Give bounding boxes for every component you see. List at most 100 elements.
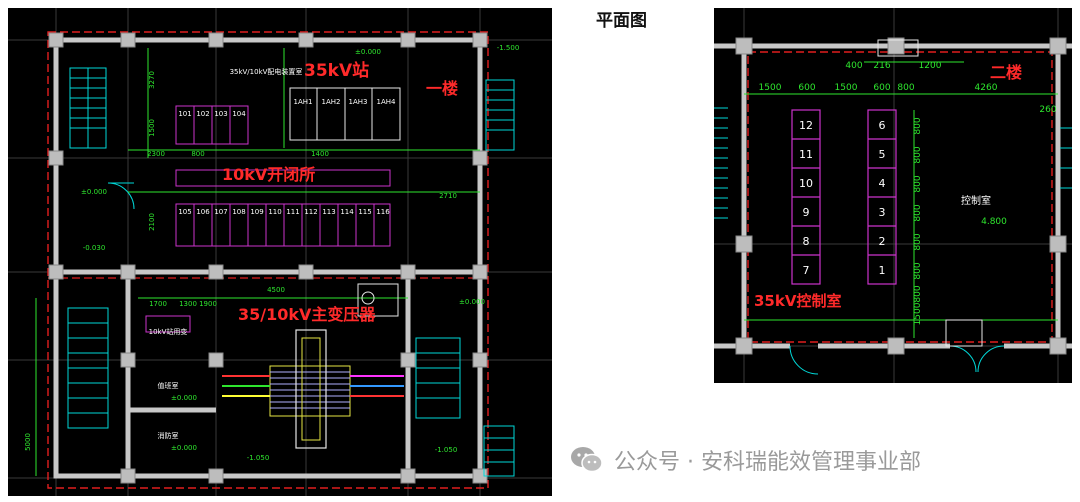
cabinets-35kv: [289, 87, 401, 141]
room-label: 消防室: [158, 431, 179, 440]
dim-text: 1200: [919, 61, 942, 71]
cabinet-label: 103: [214, 110, 227, 118]
cabinet-label: 105: [178, 208, 191, 216]
label-35kv-control-room: 35kV控制室: [754, 292, 841, 310]
dim-text: 800: [913, 175, 923, 192]
stairs: [714, 107, 1072, 375]
watermark: 公众号 · 安科瑞能效管理事业部: [570, 440, 921, 480]
dim-text: 1300: [179, 300, 197, 308]
dim-text: ±0.000: [459, 298, 485, 306]
cabinet-label: 101: [178, 110, 191, 118]
dim-text: 3270: [148, 71, 156, 89]
cabinet-label: 1AH3: [349, 98, 368, 106]
dim-text: -1.050: [435, 446, 458, 454]
cabinet-label: 12: [799, 119, 813, 132]
cabinet-label: 115: [358, 208, 371, 216]
columns: [735, 37, 1067, 355]
cabinet-label: 2: [879, 235, 886, 248]
label-first-floor: 一楼: [426, 79, 458, 98]
cabinet-label: 5: [879, 148, 886, 161]
columns: [48, 32, 488, 484]
dim-text: ±0.000: [171, 394, 197, 402]
dim-text: 800: [913, 233, 923, 250]
dim-text: 400: [845, 61, 862, 71]
dim-text: 1500: [148, 119, 156, 137]
dim-text: 800: [913, 146, 923, 163]
dim-text: -0.030: [83, 244, 106, 252]
cabinet-label: 116: [376, 208, 390, 216]
dim-text: 5000: [24, 433, 32, 451]
dim-text: 800: [913, 117, 923, 134]
watermark-text: 公众号 · 安科瑞能效管理事业部: [614, 450, 921, 475]
cabinet-label: 6: [879, 119, 886, 132]
dim-text: 2710: [439, 192, 457, 200]
cabinet-label: 109: [250, 208, 263, 216]
cabinet-label: 114: [340, 208, 354, 216]
dimension-lines: [35, 48, 480, 476]
cabinet-label: 104: [232, 110, 246, 118]
dim-text: 600: [873, 83, 890, 93]
label-main-transformer: 35/10kV主变压器: [238, 305, 376, 324]
cabinet-label: 8: [803, 235, 810, 248]
dim-text: 216: [873, 61, 890, 71]
second-floor-plan: 12 11 10 9 8 7 6 5 4 3 2 1 控制室 4.800 150…: [714, 8, 1072, 383]
dim-text: 800: [913, 262, 923, 279]
dim-text: ±0.000: [355, 48, 381, 56]
dim-text: 1700: [149, 300, 167, 308]
cabinet-label: 112: [304, 208, 317, 216]
dim-text: 800: [191, 150, 204, 158]
cabinet-label: 108: [232, 208, 245, 216]
cabinet-label: 3: [879, 206, 886, 219]
label-10kv-switching: 10kV开闭所: [222, 165, 315, 184]
cabinet-label: 111: [286, 208, 299, 216]
label-second-floor: 二楼: [990, 63, 1022, 82]
cabinet-label: 1AH4: [377, 98, 397, 106]
dim-text: -1.050: [247, 454, 270, 462]
dimension-lines: [744, 61, 1058, 338]
cabinet-label: 10: [799, 177, 813, 190]
dim-text: 800: [913, 285, 923, 302]
dim-text: 1900: [199, 300, 217, 308]
stairs: [67, 67, 515, 477]
cabinet-label: 4: [879, 177, 886, 190]
dim-text: 4500: [267, 286, 285, 294]
cabinet-label: 110: [268, 208, 281, 216]
doors: [877, 39, 983, 347]
dim-text: 2100: [148, 213, 156, 231]
cabinet-label: 102: [196, 110, 209, 118]
dim-text: 1500: [913, 302, 923, 325]
elevation-text: 4.800: [981, 217, 1007, 227]
dim-text: ±0.000: [81, 188, 107, 196]
ground-floor-plan: 101 102 103 104 1AH1 1AH2 1AH3 1AH4 105 …: [8, 8, 552, 496]
ground-floor-drawing: 101 102 103 104 1AH1 1AH2 1AH3 1AH4 105 …: [8, 8, 552, 496]
second-floor-drawing: 12 11 10 9 8 7 6 5 4 3 2 1 控制室 4.800 150…: [714, 8, 1072, 383]
cabinet-label: 7: [803, 264, 810, 277]
room-label: 10kV站用变: [149, 327, 188, 336]
cabinet-label: 106: [196, 208, 210, 216]
dim-text: -1.500: [497, 44, 520, 52]
room-label: 值班室: [158, 381, 179, 390]
cabinets: [791, 109, 897, 285]
cabinet-label: 11: [799, 148, 813, 161]
dim-text: 1500: [835, 83, 858, 93]
wechat-icon: [570, 446, 604, 474]
transformer-drawing: [222, 283, 404, 449]
dim-text: 800: [913, 204, 923, 221]
dim-text: 4260: [975, 83, 998, 93]
dim-text: 2300: [147, 150, 165, 158]
room-header-label: 35kV/10kV配电装置室: [230, 67, 303, 76]
page-title: 平面图: [596, 11, 647, 31]
cabinet-label: 1AH1: [294, 98, 313, 106]
dim-text: 800: [897, 83, 914, 93]
cabinet-label: 9: [803, 206, 810, 219]
dim-text: 1500: [759, 83, 782, 93]
room-label: 控制室: [961, 194, 991, 207]
dim-text: 260: [1039, 105, 1056, 115]
cabinet-label: 113: [322, 208, 335, 216]
cabinet-label: 107: [214, 208, 227, 216]
cabinet-label: 1: [879, 264, 886, 277]
label-35kv-station: 35kV站: [304, 60, 369, 81]
cabinet-label: 1AH2: [322, 98, 341, 106]
dim-text: ±0.000: [171, 444, 197, 452]
cabinets-10kv-top: [145, 105, 391, 333]
